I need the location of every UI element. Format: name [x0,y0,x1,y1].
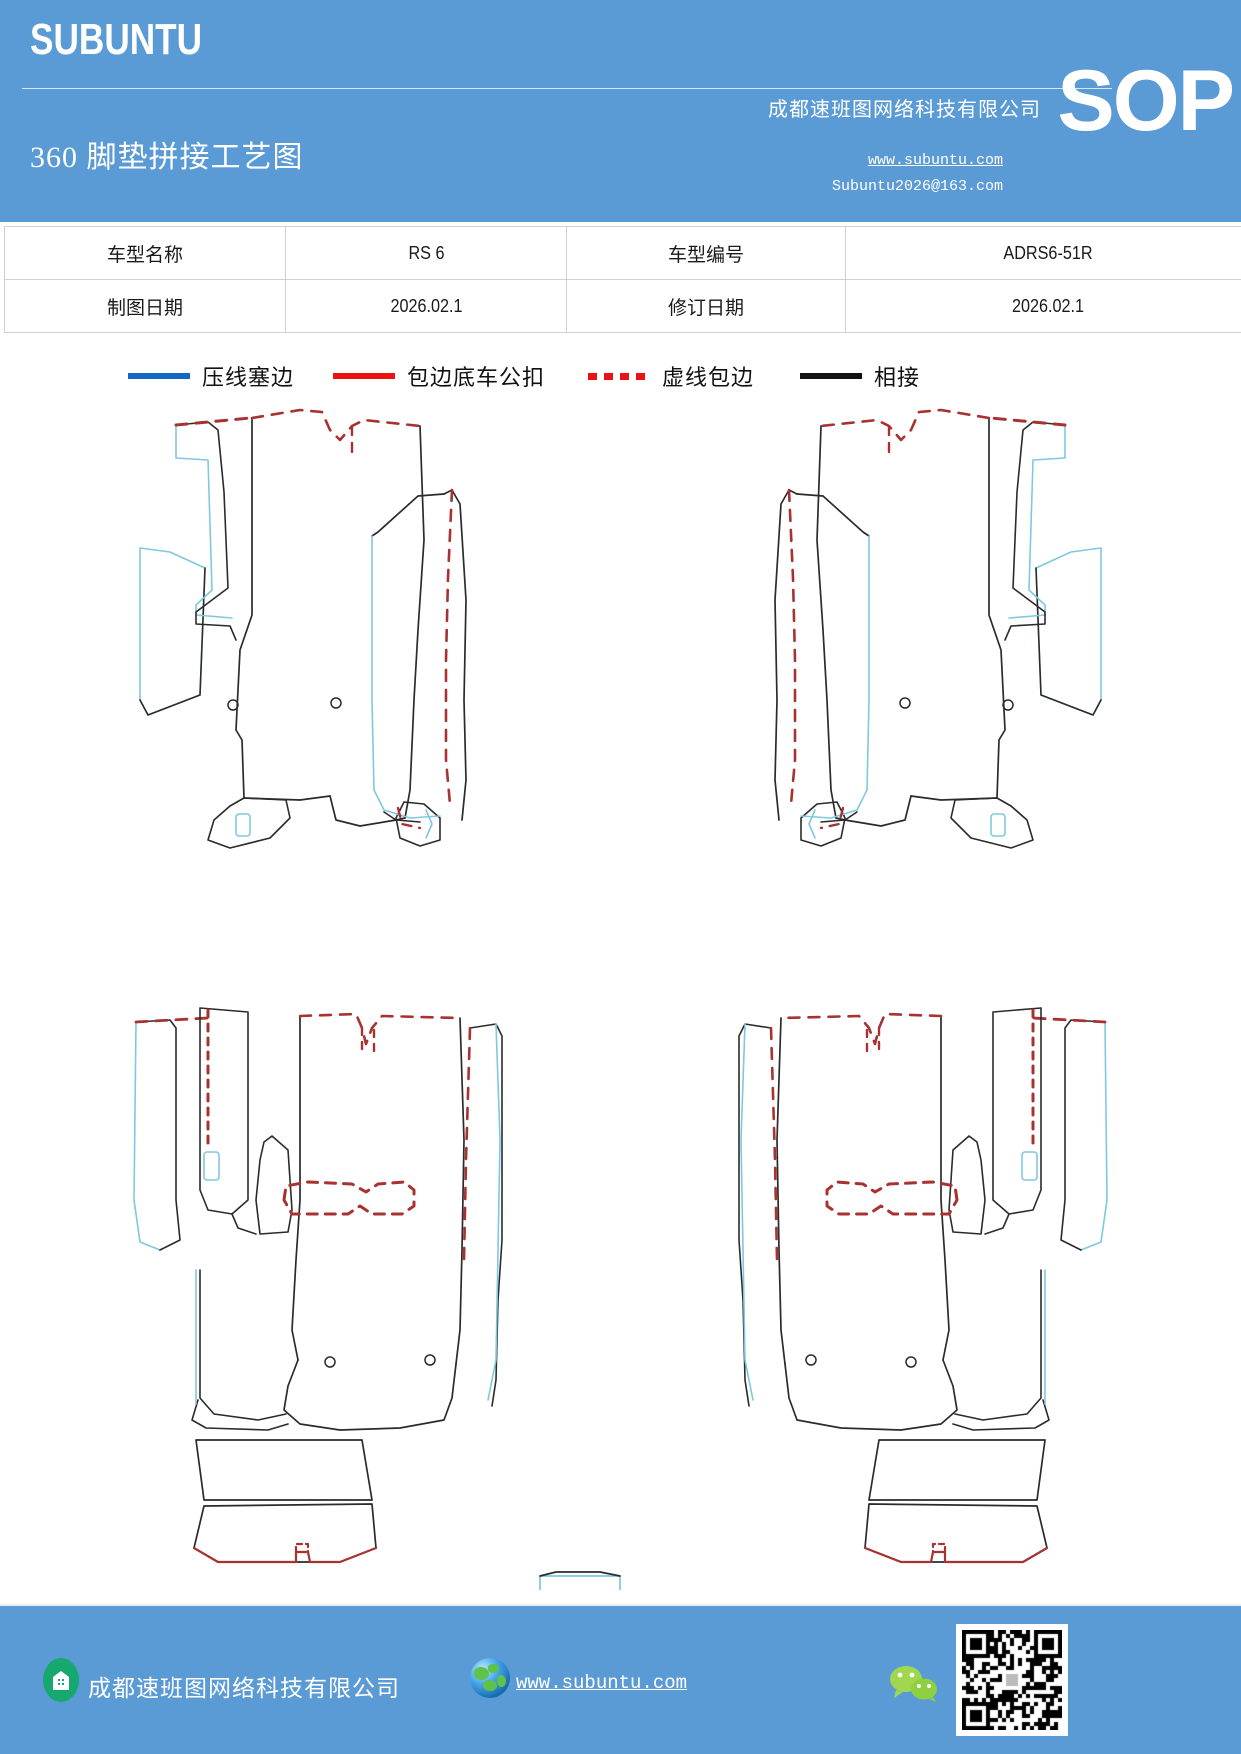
legend: 压线塞边 包边底车公扣 虚线包边 相接 [0,358,1241,398]
qr-code [956,1624,1068,1736]
legend-item-3: 相接 [800,360,920,392]
vehicle-info-table: 车型名称 RS 6 车型编号 ADRS6-51R 制图日期 2026.02.1 … [4,226,1241,333]
legend-item-0: 压线塞边 [128,360,294,392]
building-icon [43,1658,79,1702]
cell-draw-date-value: 2026.02.1 [299,279,553,333]
legend-label-0: 压线塞边 [202,365,295,390]
header-company-name: 成都速班图网络科技有限公司 [768,99,1041,121]
table-row: 制图日期 2026.02.1 修订日期 2026.02.1 [4,279,1241,333]
floor-mat-technical-drawing [0,400,1241,1590]
front-left-mat-set [139,408,467,849]
brand-logo: SUBUNTU [30,15,203,64]
rear-left-mat-set [133,1007,503,1564]
page-footer: 成都速班图网络科技有限公司 www.subuntu.com [0,1604,1241,1754]
cell-draw-date-label: 制图日期 [4,279,286,333]
cell-revise-date-label: 修订日期 [566,279,846,333]
page-header: SUBUNTU 360 脚垫拼接工艺图 成都速班图网络科技有限公司 www.su… [0,0,1241,222]
footer-company-name: 成都速班图网络科技有限公司 [88,1676,400,1701]
legend-item-1: 包边底车公扣 [333,360,545,392]
cell-model-name-value: RS 6 [299,226,553,280]
legend-swatch-line-black [800,373,862,379]
rear-right-mat-set [738,1007,1108,1564]
footer-website-link[interactable]: www.subuntu.com [516,1672,688,1694]
cell-model-code-value: ADRS6-51R [865,226,1230,280]
front-right-mat-set [774,408,1102,849]
header-divider [22,88,1112,89]
page-title: 360 脚垫拼接工艺图 [30,141,304,174]
sop-badge: SOP [1057,53,1235,149]
legend-label-1: 包边底车公扣 [407,365,546,390]
cell-model-name-label: 车型名称 [4,226,286,280]
legend-item-2: 虚线包边 [588,360,754,392]
legend-swatch-dotted-red [588,372,650,380]
cell-model-code-label: 车型编号 [566,226,846,280]
globe-icon [470,1658,510,1698]
cell-revise-date-value: 2026.02.1 [865,279,1230,333]
legend-label-2: 虚线包边 [662,365,755,390]
legend-swatch-line-red [333,373,395,379]
rear-center-tunnel [539,1571,621,1590]
legend-swatch-line-blue [128,373,190,379]
header-email: Subuntu2026@163.com [831,178,1003,195]
header-website-link[interactable]: www.subuntu.com [867,152,1003,169]
legend-label-3: 相接 [874,365,921,390]
wechat-icon [888,1664,944,1702]
table-row: 车型名称 RS 6 车型编号 ADRS6-51R [4,226,1241,280]
